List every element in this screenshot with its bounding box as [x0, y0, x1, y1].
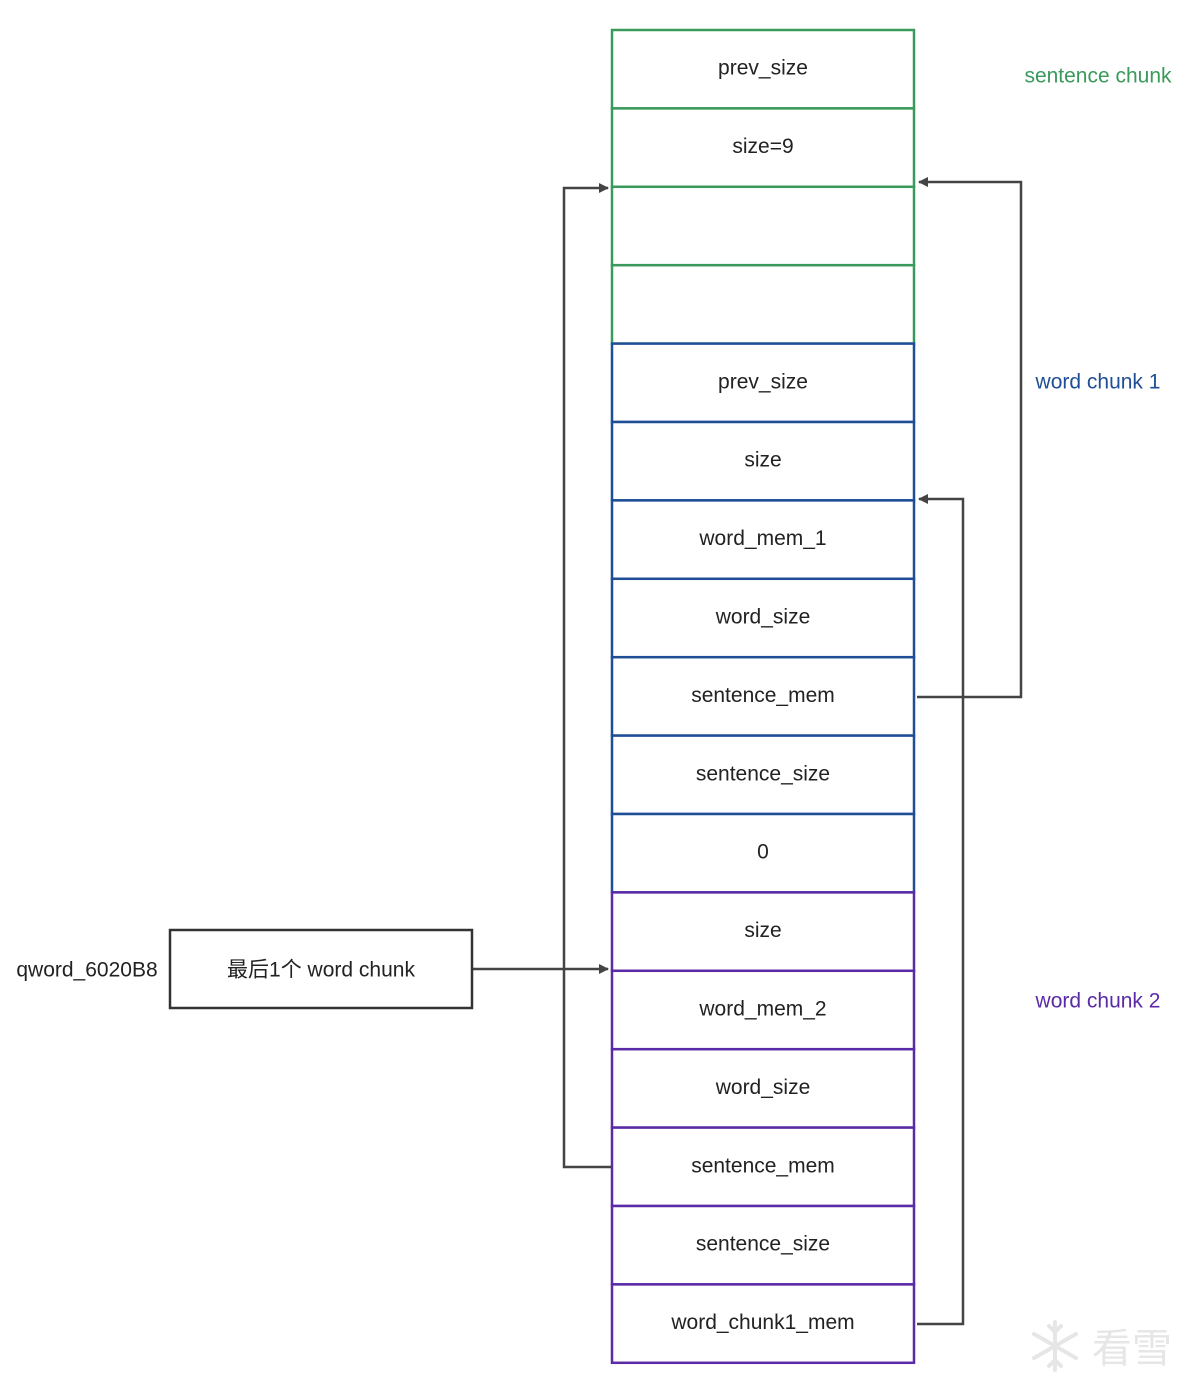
memory-cell-label: size=9	[732, 135, 793, 158]
memory-cell-label: sentence_mem	[691, 1154, 835, 1177]
last-word-chunk-text: 最后1个 word chunk	[227, 959, 415, 982]
memory-cell-label: word_size	[715, 1076, 811, 1099]
pointer-arrows	[473, 177, 1023, 1326]
memory-cell: prev_size	[610, 28, 916, 110]
chunk-label-sentence: sentence chunk	[1024, 65, 1172, 88]
memory-cell-label: 0	[757, 841, 769, 864]
memory-cell-box	[610, 107, 916, 189]
memory-cell-label: size	[744, 919, 781, 942]
memory-cell-box	[610, 185, 916, 267]
memory-cell	[610, 263, 916, 345]
memory-cell-box	[610, 734, 916, 816]
memory-cell: size=9	[610, 107, 916, 189]
memory-cell: sentence_mem	[610, 1126, 916, 1208]
memory-cell-label: prev_size	[718, 370, 808, 393]
memory-cell: 0	[610, 812, 916, 894]
arrow-w2-sentence-mem-to-sentence-chunk	[562, 183, 611, 1169]
memory-cell-box	[610, 1047, 916, 1129]
memory-cell-label: word_chunk1_mem	[670, 1311, 854, 1334]
memory-cell-label: word_mem_1	[698, 527, 826, 550]
watermark: 看雪	[1032, 1320, 1172, 1372]
pointer-variable: qword_6020B8 最后1个 word chunk	[16, 928, 474, 1010]
qword-label: qword_6020B8	[16, 959, 157, 982]
memory-cell-label: size	[744, 449, 781, 472]
memory-cell-label: sentence_mem	[691, 684, 835, 707]
memory-cell-label: sentence_size	[696, 762, 830, 785]
last-word-chunk-box	[168, 928, 474, 1010]
memory-cell-box	[610, 1283, 916, 1365]
arrow-w1-sentence-mem-to-sentence-chunk	[917, 177, 1023, 699]
memory-cell-label: prev_size	[718, 57, 808, 80]
memory-cell: word_size	[610, 1047, 916, 1129]
memory-cell-box	[610, 577, 916, 659]
memory-cell-box	[610, 969, 916, 1051]
memory-cell-box	[610, 342, 916, 424]
memory-cell-label: word_mem_2	[698, 998, 826, 1021]
snowflake-icon	[1032, 1320, 1078, 1372]
memory-cell: word_chunk1_mem	[610, 1283, 916, 1365]
memory-cell: sentence_size	[610, 734, 916, 816]
memory-cell-label: sentence_size	[696, 1233, 830, 1256]
memory-cell-box	[610, 891, 916, 973]
memory-cell: sentence_mem	[610, 655, 916, 737]
memory-cell-box	[610, 263, 916, 345]
memory-cell: word_mem_1	[610, 499, 916, 581]
watermark-text: 看雪	[1092, 1326, 1172, 1372]
chunk-label-word2: word chunk 2	[1035, 990, 1161, 1013]
arrow-w2-chunk1-mem-to-word-chunk-1	[917, 494, 965, 1326]
memory-cell: word_mem_2	[610, 969, 916, 1051]
chunk-labels: sentence chunk word chunk 1 word chunk 2	[1024, 65, 1172, 1013]
memory-cell: prev_size	[610, 342, 916, 424]
memory-cell-box	[610, 28, 916, 110]
memory-cell-box	[610, 1204, 916, 1286]
memory-cell	[610, 185, 916, 267]
memory-cell-box	[610, 420, 916, 502]
memory-cell: word_size	[610, 577, 916, 659]
memory-cell-label: word_size	[715, 606, 811, 629]
memory-cell: sentence_size	[610, 1204, 916, 1286]
memory-cell: size	[610, 420, 916, 502]
chunk-label-word1: word chunk 1	[1035, 370, 1161, 393]
memory-cell: size	[610, 891, 916, 973]
